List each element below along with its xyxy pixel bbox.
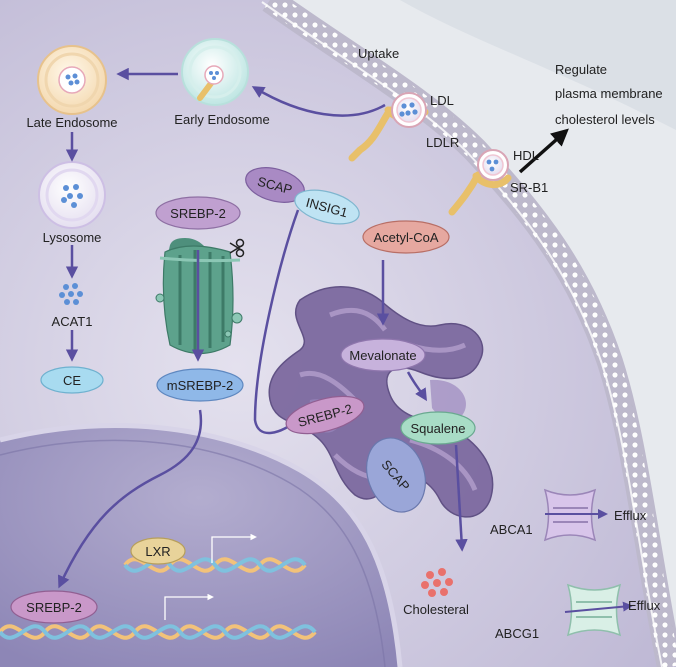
late-endosome (37, 45, 107, 115)
squalene-pill: Squalene (400, 411, 476, 445)
insig1-pill: INSIG1 (294, 189, 360, 225)
extracellular-shade (400, 0, 676, 130)
srebp2-nucleus-label: SREBP-2 (26, 600, 82, 615)
arrow-regulate (518, 128, 569, 174)
transcription-arrow-srebp (164, 593, 214, 620)
regulate-label-line1: Regulate (555, 62, 607, 77)
ldl-particle (391, 92, 427, 128)
nuclear-envelope-inner (0, 439, 386, 667)
cholesterol-label: Cholesteral (403, 602, 469, 617)
lysosome-label: Lysosome (43, 230, 102, 245)
srebp2-top-label: SREBP-2 (170, 206, 226, 221)
nuclear-envelope (0, 423, 403, 667)
ce-label: CE (63, 373, 81, 388)
efflux-label-abca1: Efflux (614, 508, 647, 523)
extracellular-space (275, 0, 676, 667)
uptake-label: Uptake (358, 46, 399, 61)
lxr-pill: LXR (130, 537, 186, 565)
arrow-squalene-to-cholesterol (454, 444, 468, 552)
plasma-membrane-lipids (264, 0, 676, 667)
early-endosome (181, 38, 249, 106)
transcription-arrow-lxr (211, 533, 257, 563)
lysosome (38, 161, 106, 229)
abcg1-transporter (564, 583, 633, 637)
scap-top-pill: SCAP (245, 167, 305, 203)
hdl-label: HDL (513, 148, 539, 163)
mevalonate-label: Mevalonate (349, 348, 416, 363)
srebp2-nucleus-pill: SREBP-2 (10, 590, 98, 624)
mevalonate-pill: Mevalonate (340, 338, 426, 372)
abcg1-label: ABCG1 (495, 626, 539, 641)
srb1-receptor (448, 171, 512, 216)
regulate-label-line3: cholesterol levels (555, 112, 655, 127)
acetylcoa-label: Acetyl-CoA (373, 230, 438, 245)
acat1-dots (59, 283, 83, 305)
late-endosome-label: Late Endosome (26, 115, 117, 130)
ldl-label: LDL (430, 93, 454, 108)
nucleus (0, 425, 400, 667)
squalene-label: Squalene (411, 421, 466, 436)
abca1-label: ABCA1 (490, 522, 533, 537)
srb1-label: SR-B1 (510, 180, 548, 195)
endoplasmic-reticulum (268, 286, 494, 518)
lxr-label: LXR (145, 544, 170, 559)
arrow-uptake (251, 86, 386, 117)
ce-pill: CE (40, 366, 104, 394)
cholesterol-dots (421, 568, 453, 597)
srebp2-top-pill: SREBP-2 (155, 196, 241, 230)
dna-helix-srebp (0, 624, 317, 640)
membrane-inner-edge (261, 1, 663, 667)
arrow-msrebp-to-nucleus (57, 409, 203, 589)
arrow-scap-to-er (253, 209, 303, 435)
early-endosome-label: Early Endosome (174, 112, 269, 127)
hdl-particle (477, 149, 509, 181)
scissors-icon (229, 238, 245, 258)
ldlr-label: LDLR (426, 135, 459, 150)
arrow-mevalonate-to-squalene (406, 371, 427, 402)
scap-er-pill: SCAP (366, 437, 426, 513)
msrebp2-label: mSREBP-2 (167, 378, 233, 393)
msrebp2-pill: mSREBP-2 (156, 368, 244, 402)
efflux-label-abcg1: Efflux (628, 598, 661, 613)
srebp2-er-pill: SREBP-2 (285, 395, 365, 435)
acat1-label: ACAT1 (52, 314, 93, 329)
acetylcoa-pill: Acetyl-CoA (362, 220, 450, 254)
abca1-transporter (543, 488, 608, 542)
regulate-label-line2: plasma membrane (555, 86, 663, 101)
